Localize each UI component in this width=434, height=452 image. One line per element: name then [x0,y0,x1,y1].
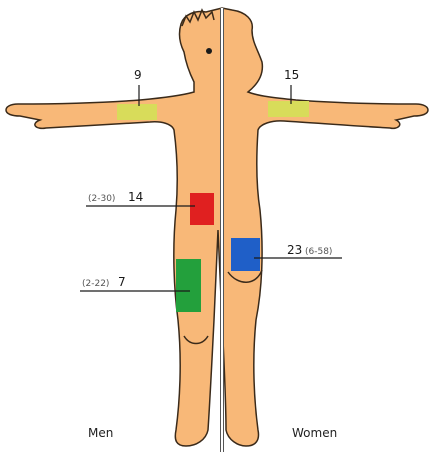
label-men-back-range: (2-30) [88,194,115,204]
region-men-arm [117,104,157,120]
label-women-arm-value: 15 [284,68,299,82]
caption-men: Men [88,426,113,440]
label-men-back-value: 14 [128,190,143,204]
label-men-thigh-value: 7 [118,275,126,289]
eye-icon [206,48,212,54]
label-men-arm-value: 9 [134,68,142,82]
label-women-thigh-range: (6-58) [305,247,332,257]
caption-women: Women [292,426,337,440]
body-silhouette [6,8,428,446]
label-women-thigh-value: 23 [287,243,302,257]
region-men-back [190,193,214,225]
label-men-thigh-range: (2-22) [82,279,109,289]
region-men-thigh [176,259,201,312]
region-women-arm [268,101,309,117]
region-women-thigh [231,238,260,271]
